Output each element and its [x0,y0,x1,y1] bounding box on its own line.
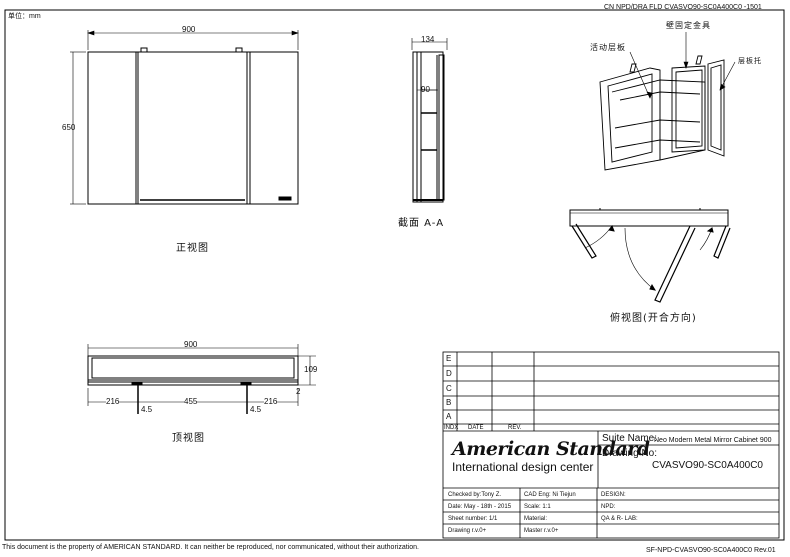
section-inner-dim: 90 [421,85,430,94]
top-hole-left: 4.5 [141,405,153,414]
footer-doc-code: SF-NPD-CVASVO90-SC0A400C0 Rev.01 [646,547,776,554]
rev-letter-e: E [446,354,452,363]
label-shelf-support: 层板托 [738,57,762,65]
drawing-no-label: Drawing No: [602,448,658,459]
unit-label: 单位：mm [8,13,41,20]
rev-letter-c: C [446,384,452,393]
iso-view-cabinet [599,55,725,171]
scale: Scale: 1:1 [524,504,551,510]
plan-view [569,208,731,303]
brand-logo: American Standard [452,438,650,460]
top-view-cabinet [87,344,316,414]
top-hole-right: 4.5 [250,405,262,414]
drawing-ref: CN NPD/DRA FLD CVASVO90-SC0A400C0 -1501 [604,4,762,11]
npd: NPD: [601,504,616,510]
date: Date: May - 18th - 2015 [448,504,512,510]
section-view [411,38,448,203]
material: Material: [524,516,548,522]
drawing-rev: Drawing r.v.0+ [448,528,487,534]
section-depth-dim: 134 [421,35,435,44]
checked-by: Checked by:Tony Z. [448,492,502,498]
footer-disclaimer: This document is the property of AMERICA… [2,544,419,551]
top-view-caption: 顶视图 [172,433,205,444]
rev-letter-b: B [446,398,452,407]
cad-eng: CAD Eng: Ni Tiejun [524,492,576,498]
top-dim-mid: 455 [184,397,198,406]
brand-tagline: International design center [452,460,594,474]
section-view-caption: 截面 A-A [398,218,445,229]
drawing-no-value: CVASVO90-SC0A400C0 [652,460,763,471]
design: DESIGN: [601,492,626,498]
label-movable-shelf: 活动层板 [590,43,626,52]
label-wall-mount: 壁固定金具 [666,21,711,30]
front-height-dim: 650 [62,123,76,132]
sheet-number: Sheet number: 1/1 [448,516,498,522]
front-view-caption: 正视图 [176,243,209,254]
front-view-cabinet [87,47,299,205]
suite-value: Neo Modern Metal Mirror Cabinet 900 [654,437,772,444]
master-rev: Master r.v.0+ [524,528,559,534]
top-dim-right: 216 [264,397,278,406]
qa-lab: QA & R- LAB: [601,516,638,522]
front-width-dim: 900 [182,25,196,34]
title-block-grid [442,351,780,539]
top-dim-left: 216 [106,397,120,406]
top-small-dim: 2 [296,387,301,396]
iso-leaders [629,32,736,99]
front-view-dimensions [70,30,299,205]
rev-header-date: DATE [468,425,484,431]
top-width-dim: 900 [184,340,198,349]
rev-header-rev: REV. [508,425,522,431]
rev-header-indx: INDX [444,425,459,431]
rev-letter-d: D [446,369,452,378]
top-height-dim: 109 [304,365,318,374]
plan-view-caption: 俯视图(开合方向) [610,313,697,324]
sheet-border [4,9,785,541]
suite-label: Suite Name: [602,433,658,444]
rev-letter-a: A [446,412,452,421]
